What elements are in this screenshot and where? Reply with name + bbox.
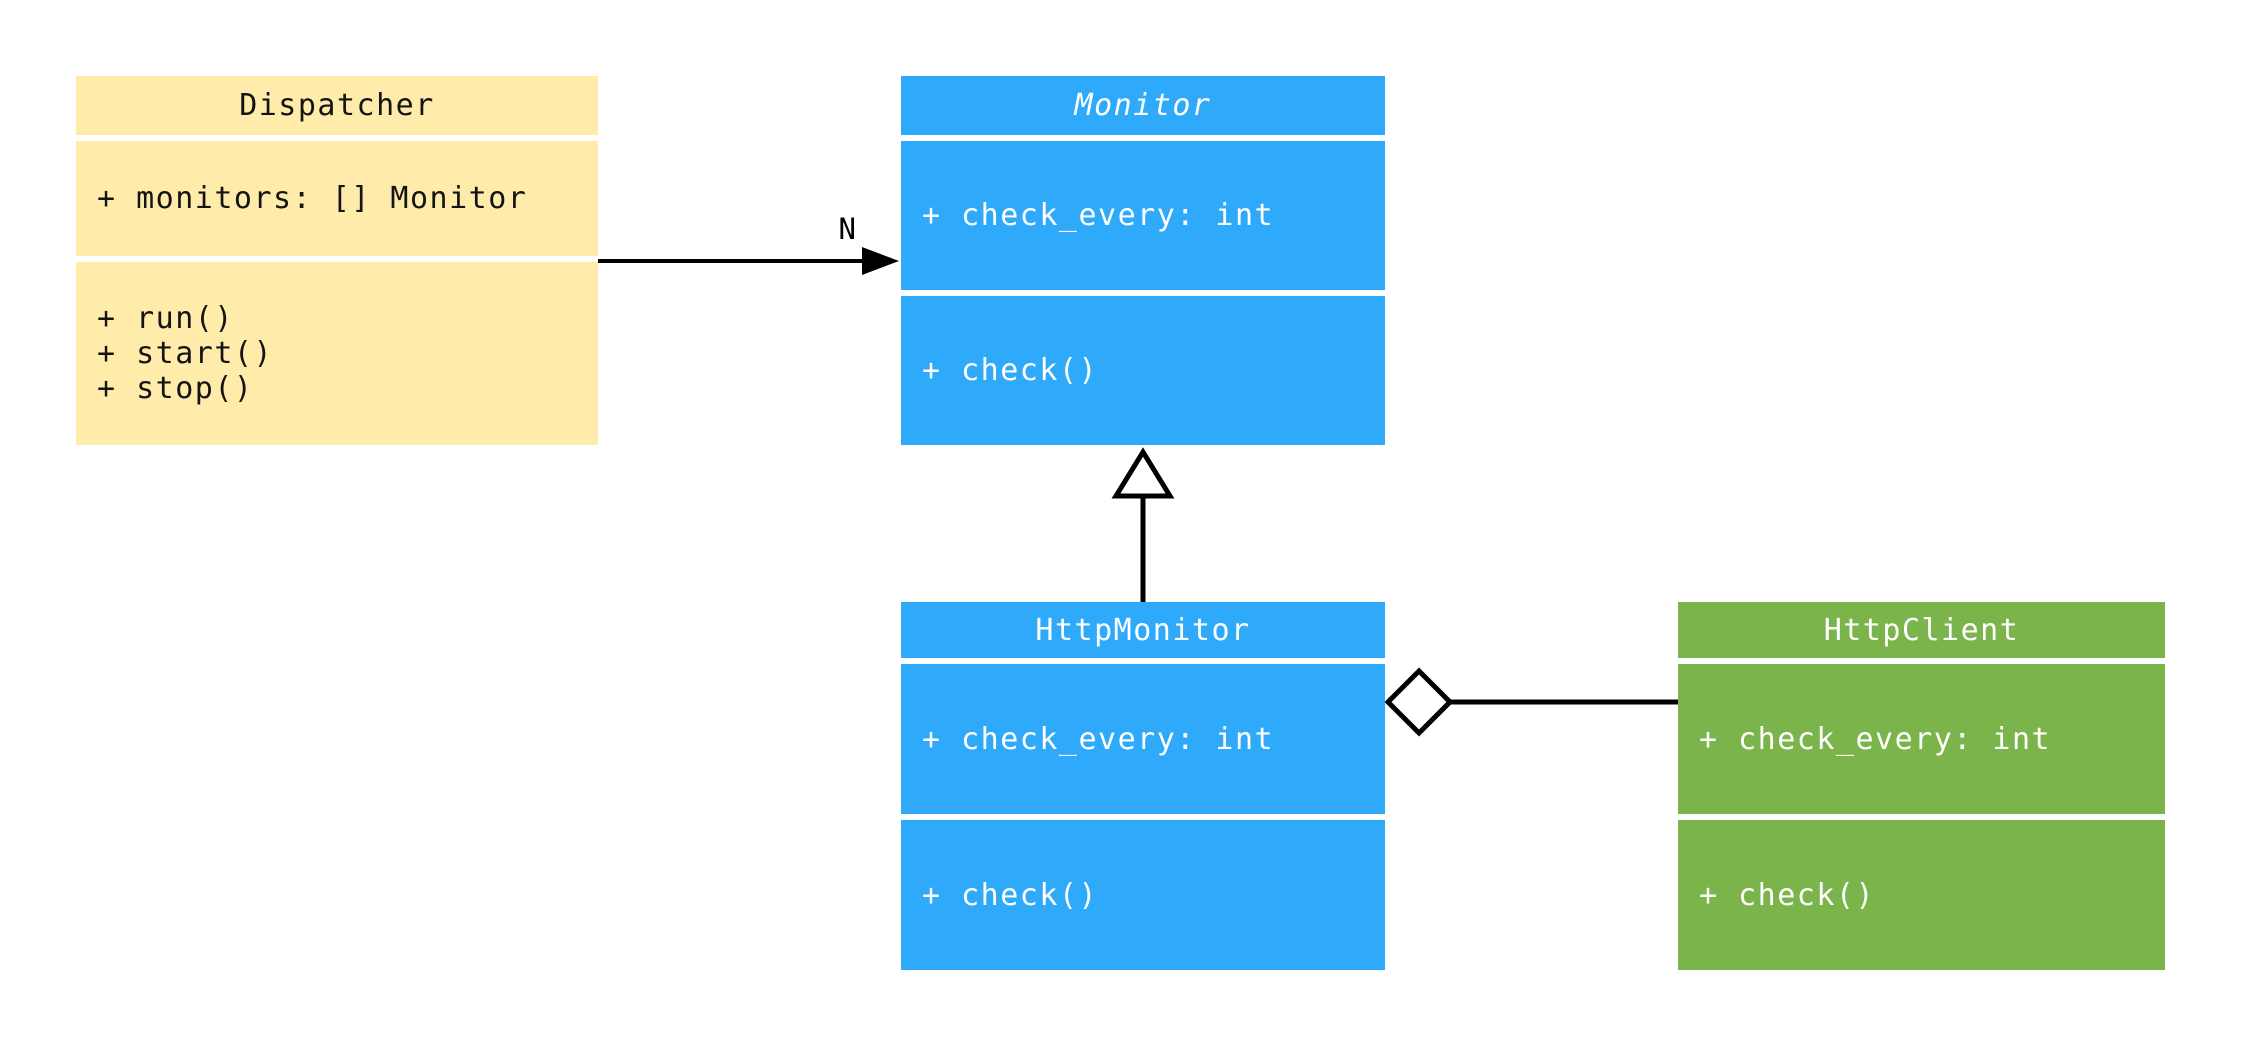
association-arrowhead-icon (862, 247, 899, 275)
class-methods-section: + check() (901, 820, 1385, 970)
aggregation-connector (1384, 667, 1678, 737)
inheritance-triangle-icon (1111, 447, 1175, 499)
association-arrow: N (598, 212, 899, 275)
class-attributes-section: + check_every: int (901, 664, 1385, 814)
class-title: HttpMonitor (901, 602, 1385, 658)
class-box-httpmonitor: HttpMonitor + check_every: int + check() (901, 602, 1385, 970)
class-attributes-section: + check_every: int (1678, 664, 2165, 814)
class-box-dispatcher: Dispatcher + monitors: [] Monitor + run(… (76, 76, 598, 445)
multiplicity-label: N (839, 212, 856, 246)
class-box-httpclient: HttpClient + check_every: int + check() (1678, 602, 2165, 970)
aggregation-diamond-icon (1384, 667, 1454, 737)
class-title: Monitor (901, 76, 1385, 135)
class-attributes-section: + monitors: [] Monitor (76, 141, 598, 256)
class-methods-section: + check() (1678, 820, 2165, 970)
class-attributes-section: + check_every: int (901, 141, 1385, 290)
class-box-monitor: Monitor + check_every: int + check() (901, 76, 1385, 445)
class-title: HttpClient (1678, 602, 2165, 658)
class-methods-section: + check() (901, 296, 1385, 445)
class-title: Dispatcher (76, 76, 598, 135)
class-methods-section: + run() + start() + stop() (76, 262, 598, 445)
inheritance-arrow (1111, 447, 1175, 602)
